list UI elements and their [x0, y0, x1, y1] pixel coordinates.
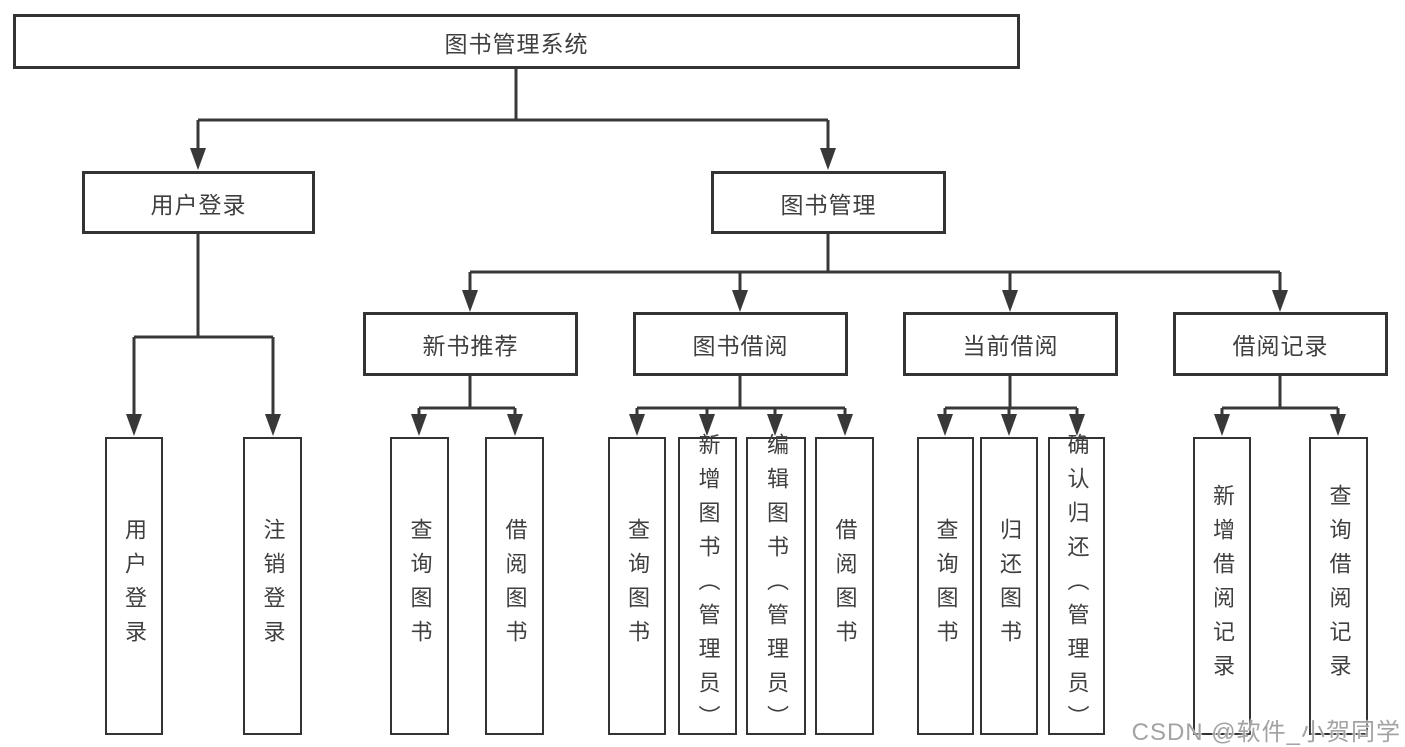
node-label: 借阅图书	[832, 518, 858, 654]
leaf-return-books: 归还图书	[980, 437, 1038, 735]
node-new-book-recommend: 新书推荐	[363, 312, 578, 376]
node-label: 新书推荐	[422, 333, 519, 359]
leaf-add-book-admin: 新增图书（管理员）	[678, 433, 737, 739]
node-label: 用户登录	[150, 191, 247, 218]
node-label: 确认归还（管理员）	[1064, 433, 1090, 739]
node-label: 图书借阅	[692, 333, 789, 359]
node-borrow-records: 借阅记录	[1173, 312, 1388, 376]
node-label: 查询图书	[933, 518, 959, 654]
node-label: 借阅记录	[1232, 333, 1329, 359]
leaf-logout: 注销登录	[243, 437, 302, 735]
node-current-borrow: 当前借阅	[903, 312, 1118, 376]
leaf-query-borrow-record: 查询借阅记录	[1309, 437, 1368, 735]
leaf-borrow-query-books: 查询图书	[608, 437, 666, 735]
node-library-system: 图书管理系统	[13, 14, 1020, 69]
leaf-borrow-borrow-books: 借阅图书	[815, 437, 874, 735]
leaf-newbook-borrow-books: 借阅图书	[485, 437, 544, 735]
node-label: 注销登录	[260, 518, 286, 654]
arrowheads	[126, 148, 1346, 436]
node-label: 查询借阅记录	[1326, 484, 1352, 688]
node-label: 图书管理系统	[444, 30, 589, 57]
leaf-current-query-books: 查询图书	[917, 437, 974, 735]
node-label: 归还图书	[997, 518, 1022, 654]
leaf-add-borrow-record: 新增借阅记录	[1193, 437, 1251, 735]
node-label: 查询图书	[407, 518, 433, 654]
node-user-login: 用户登录	[82, 171, 315, 234]
csdn-watermark: CSDN @软件_小贺同学	[1131, 719, 1401, 746]
node-label: 图书管理	[780, 191, 877, 218]
node-label: 编辑图书（管理员）	[764, 433, 789, 739]
leaf-confirm-return-admin: 确认归还（管理员）	[1048, 433, 1105, 739]
node-book-management: 图书管理	[711, 171, 946, 234]
node-book-borrow: 图书借阅	[633, 312, 848, 376]
node-label: 查询图书	[625, 518, 650, 654]
node-label: 用户登录	[122, 518, 147, 654]
leaf-edit-book-admin: 编辑图书（管理员）	[746, 433, 806, 739]
leaf-newbook-query-books: 查询图书	[390, 437, 449, 735]
leaf-user-login: 用户登录	[105, 437, 163, 735]
node-label: 新增借阅记录	[1210, 484, 1235, 688]
node-label: 新增图书（管理员）	[695, 433, 721, 739]
node-label: 当前借阅	[962, 333, 1059, 359]
node-label: 借阅图书	[502, 518, 528, 654]
